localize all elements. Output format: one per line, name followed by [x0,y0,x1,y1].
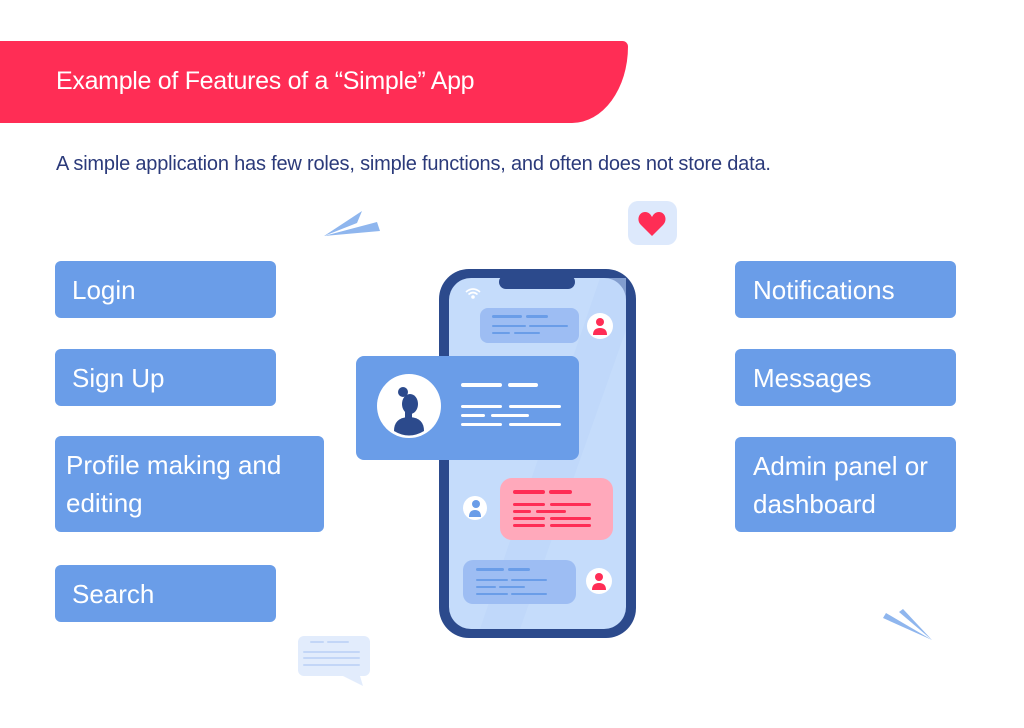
feature-admin-panel: Admin panel or dashboard [735,437,956,532]
chat-bubble-icon [463,560,612,604]
feature-sign-up: Sign Up [55,349,276,406]
feature-login: Login [55,261,276,318]
wifi-icon [465,288,481,299]
feature-messages: Messages [735,349,956,406]
feature-label: Admin panel or dashboard [753,450,928,519]
feature-label: Sign Up [72,362,165,393]
user-avatar-icon [394,387,424,436]
feature-label: Search [72,578,155,609]
paper-plane-icon [883,609,932,640]
profile-card [356,356,579,460]
feature-label: Messages [753,362,872,393]
chat-bubble-icon [463,478,613,540]
chat-bubble-icon [298,636,370,686]
feature-label: Notifications [753,274,895,305]
feature-notifications: Notifications [735,261,956,318]
feature-profile-editing: Profile making and editing [55,436,324,532]
page-title: Example of Features of a “Simple” App [56,67,475,95]
chat-bubble-icon [480,308,613,343]
feature-label: Profile making and editing [66,450,282,518]
page-subtitle: A simple application has few roles, simp… [56,153,771,175]
feature-label: Login [72,274,136,305]
feature-search: Search [55,565,276,622]
paper-plane-icon [324,211,380,236]
title-banner: Example of Features of a “Simple” App [0,41,628,123]
heart-icon [628,201,677,245]
